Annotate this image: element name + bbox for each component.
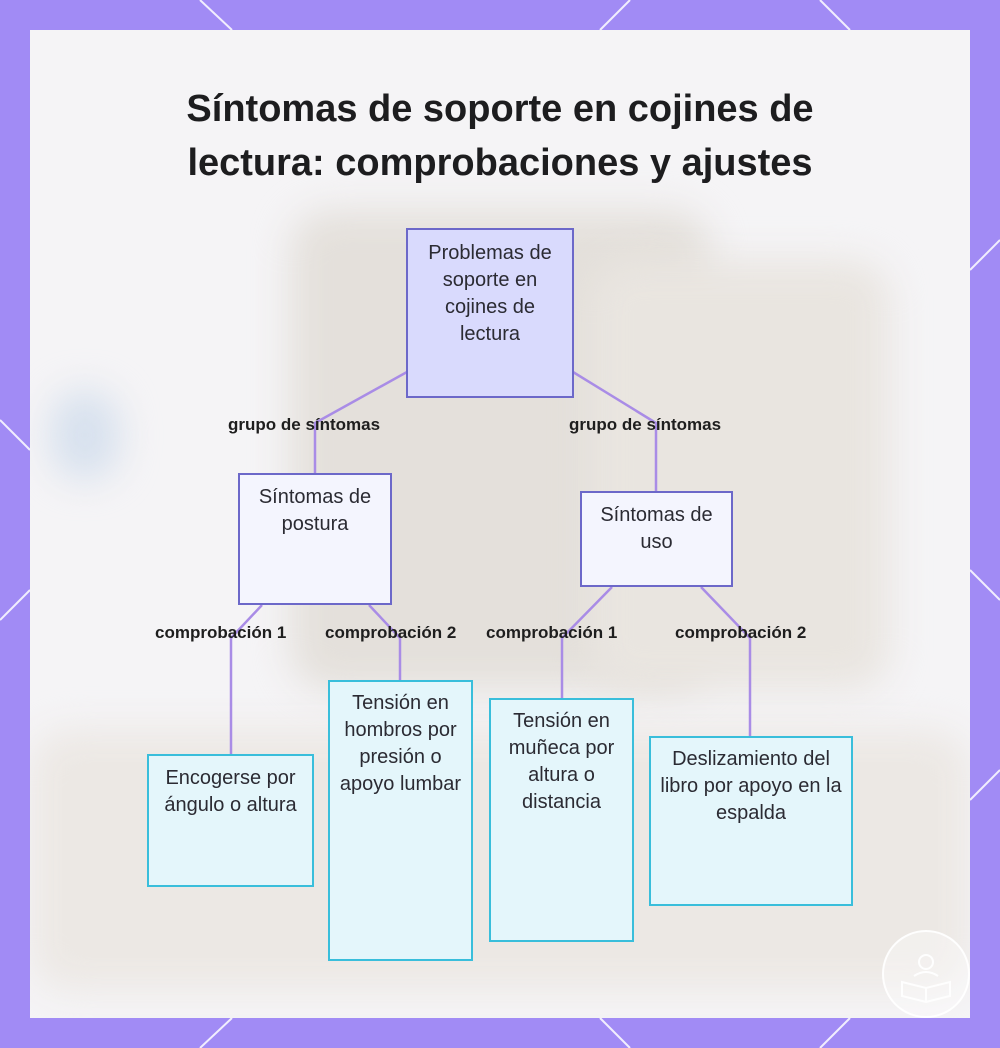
edge-label-check-1: comprobación 1 <box>155 623 287 642</box>
connector-postura-to-check1 <box>229 604 263 755</box>
check-node-deslizamiento: Deslizamiento del libro por apoyo en la … <box>649 736 853 906</box>
root-node: Problemas de soporte en cojines de lectu… <box>406 228 574 398</box>
book-reader-logo-icon <box>901 954 951 1004</box>
connector-uso-to-check2 <box>700 586 752 737</box>
background-blur <box>50 390 120 480</box>
root-node-label: Problemas de soporte en cojines de lectu… <box>428 242 552 345</box>
connector-root-to-uso <box>572 370 658 492</box>
edge-label-check-1: comprobación 1 <box>486 623 618 642</box>
group-node-postura: Síntomas de postura <box>238 473 392 605</box>
check-node-deslizamiento-label: Deslizamiento del libro por apoyo en la … <box>660 748 842 824</box>
group-node-uso: Síntomas de uso <box>580 491 733 587</box>
check-node-encogerse-label: Encogerse por ángulo o altura <box>164 767 297 816</box>
page-title: Síntomas de soporte en cojines de lectur… <box>0 82 1000 190</box>
group-node-postura-label: Síntomas de postura <box>258 486 372 535</box>
book-reader-logo-icon <box>882 930 970 1018</box>
check-node-tension-muneca: Tensión en muñeca por altura o distancia <box>489 698 634 942</box>
connector-root-to-postura <box>313 370 408 474</box>
connector-uso-to-check1 <box>560 586 613 699</box>
check-node-tension-hombros-label: Tensión en hombros por presión o apoyo l… <box>339 692 462 795</box>
edge-label-group-right: grupo de síntomas <box>569 415 722 434</box>
title-line-1: Síntomas de soporte en cojines de <box>186 88 814 130</box>
background-blur <box>590 260 890 690</box>
check-node-encogerse: Encogerse por ángulo o altura <box>147 754 314 887</box>
check-node-tension-hombros: Tensión en hombros por presión o apoyo l… <box>328 680 473 961</box>
edge-label-group-left: grupo de síntomas <box>228 415 381 434</box>
edge-label-check-2: comprobación 2 <box>325 623 457 642</box>
group-node-uso-label: Síntomas de uso <box>600 504 713 553</box>
check-node-tension-muneca-label: Tensión en muñeca por altura o distancia <box>508 710 615 813</box>
connector-postura-to-check2 <box>368 604 402 681</box>
title-line-2: lectura: comprobaciones y ajustes <box>187 142 813 184</box>
edge-label-check-2: comprobación 2 <box>675 623 807 642</box>
